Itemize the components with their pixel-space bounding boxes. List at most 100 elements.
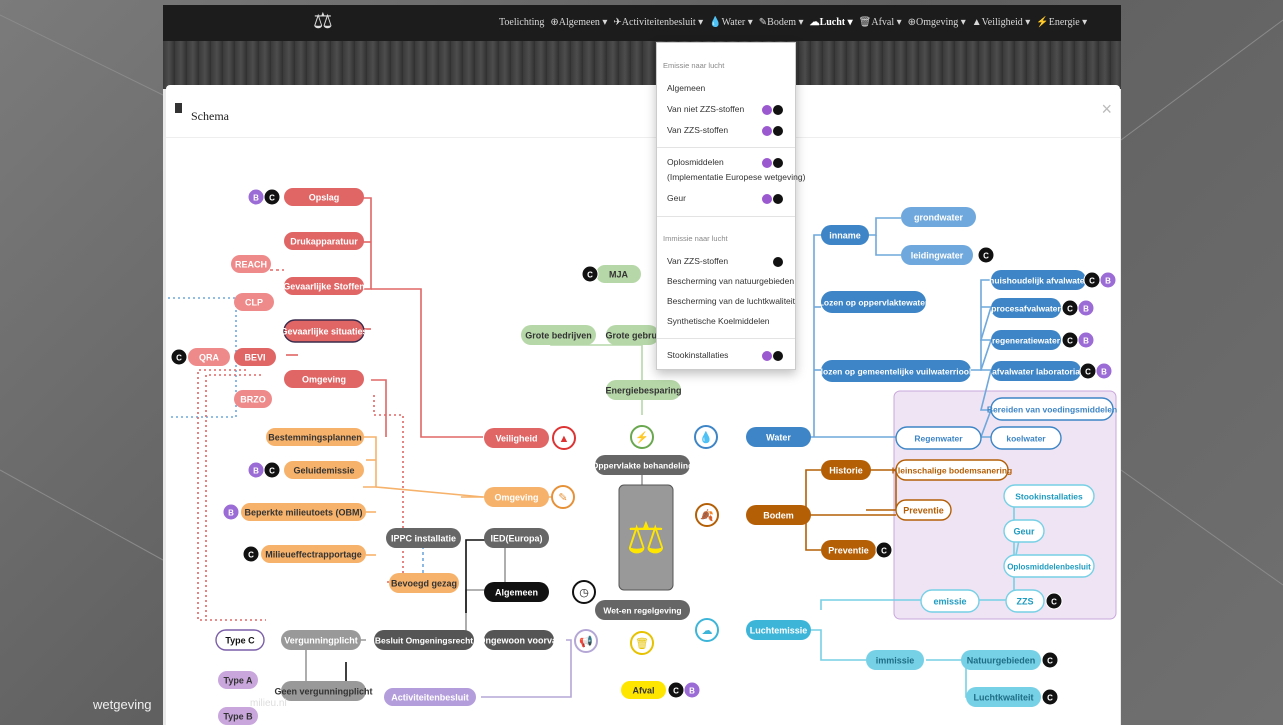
- activiteitenbesluit-node[interactable]: [384, 688, 476, 706]
- badge-b-icon: [222, 503, 240, 521]
- nav-activiteitenbesluit[interactable]: ✈Activiteitenbesluit ▾: [613, 17, 704, 28]
- geluidemissie-node[interactable]: [284, 461, 364, 479]
- opslag-node[interactable]: [284, 188, 364, 206]
- algemeen-hub-node[interactable]: [484, 582, 549, 602]
- regenwater-node[interactable]: [895, 426, 982, 450]
- geur-node[interactable]: [1003, 519, 1045, 543]
- historie-node[interactable]: [821, 460, 871, 480]
- oplosmiddelenbesluit-node[interactable]: [1003, 554, 1095, 578]
- koelwater-node[interactable]: [990, 426, 1062, 450]
- obm-node[interactable]: [241, 503, 366, 521]
- preventie-brown-node[interactable]: [821, 540, 876, 560]
- center-oppervlakte-label: Oppervlakte behandeling: [592, 461, 694, 471]
- dd-item-niet-zzs[interactable]: Van niet ZZS-stoffen: [667, 104, 745, 114]
- grote-bedrijven-label: Grote bedrijven: [525, 331, 592, 341]
- scales-icon: ⚖: [626, 514, 665, 563]
- connector-line: [371, 288, 483, 438]
- reach-node[interactable]: [231, 255, 271, 273]
- nav-veiligheid[interactable]: ▲Veiligheid ▾: [971, 17, 1031, 28]
- nav-algemeen[interactable]: ⊕Algemeen ▾: [550, 17, 608, 28]
- badge-b-label: B: [1105, 277, 1111, 286]
- voedingsmiddelen-node[interactable]: [990, 397, 1114, 421]
- lozen-vuil-node[interactable]: [821, 360, 971, 382]
- energiebesparing-hub-node[interactable]: [606, 380, 681, 400]
- mja-node[interactable]: [596, 265, 641, 283]
- geen-vergunning-label: Geen vergunningplicht: [274, 687, 372, 697]
- nav-water[interactable]: 💧Water ▾: [709, 17, 753, 28]
- procesafvalwater-node[interactable]: [991, 298, 1061, 318]
- nav-energie[interactable]: ⚡Energie ▾: [1036, 17, 1088, 28]
- afval-hub-node[interactable]: [621, 681, 666, 699]
- nav-toelichting[interactable]: Toelichting: [499, 17, 545, 28]
- natuurgebieden-node[interactable]: [961, 650, 1041, 670]
- leidingwater-node[interactable]: [901, 245, 973, 265]
- mer-node[interactable]: [261, 545, 366, 563]
- gevaarlijke-stoffen-node[interactable]: [284, 277, 364, 295]
- geluidemissie-label: Geluidemissie: [293, 466, 354, 476]
- water-hub-node[interactable]: [746, 427, 811, 447]
- type-b-node[interactable]: [218, 707, 258, 725]
- preventie-white-node[interactable]: [895, 499, 952, 521]
- dd-item-algemeen[interactable]: Algemeen: [667, 83, 706, 93]
- afvalwater-lab-node[interactable]: [991, 361, 1081, 381]
- dd-item-geur[interactable]: Geur: [667, 193, 686, 203]
- nav-omgeving[interactable]: ⊕Omgeving ▾: [907, 17, 966, 28]
- ongewoon-node[interactable]: [484, 630, 554, 650]
- grote-bedrijven-node[interactable]: [521, 325, 596, 345]
- dd-item-immissie-zzs[interactable]: Van ZZS-stoffen: [667, 256, 729, 266]
- dd-item-koelmiddelen[interactable]: Synthetische Koelmiddelen: [667, 316, 770, 326]
- omgeving-hub-node[interactable]: [484, 487, 549, 507]
- center-oppervlakte-node[interactable]: [595, 455, 690, 475]
- nav-afval[interactable]: 🗑Afval ▾: [858, 17, 902, 28]
- emissie-node[interactable]: [920, 589, 980, 613]
- type-a-node[interactable]: [218, 671, 258, 689]
- lucht-icon: [695, 618, 719, 642]
- zzs-node[interactable]: [1005, 589, 1045, 613]
- omgeving-icon-glyph: ✎: [558, 492, 567, 504]
- center-wet-node[interactable]: [595, 600, 690, 620]
- bevoegd-gezag-node[interactable]: [389, 573, 459, 593]
- ippc-node[interactable]: [386, 528, 461, 548]
- besluit-node[interactable]: [374, 630, 474, 650]
- scales-logo-icon[interactable]: ⚖: [313, 9, 333, 34]
- clp-node[interactable]: [234, 293, 274, 311]
- regeneratiewater-node[interactable]: [991, 330, 1061, 350]
- lozen-opp-label: Lozen op oppervlaktewater: [819, 298, 929, 308]
- type-c-node[interactable]: [215, 629, 265, 651]
- leidingwater-label: leidingwater: [911, 251, 964, 261]
- luchtemissie-hub-node[interactable]: [746, 620, 811, 640]
- inname-node[interactable]: [821, 225, 869, 245]
- luchtkwaliteit-node[interactable]: [966, 687, 1041, 707]
- brzo-node[interactable]: [234, 390, 272, 408]
- close-icon[interactable]: ×: [1101, 99, 1112, 119]
- dd-item-luchtkwaliteit[interactable]: Bescherming van de luchtkwaliteit: [667, 296, 796, 306]
- nav-bodem[interactable]: ✎Bodem ▾: [758, 17, 804, 28]
- lozen-opp-node[interactable]: [821, 291, 926, 313]
- badge-c-icon: [581, 265, 599, 283]
- gevaarlijke-situaties-node[interactable]: [283, 319, 365, 343]
- kleinschalige-node[interactable]: [895, 459, 1009, 481]
- bevi-node[interactable]: [234, 348, 276, 366]
- mer-label: Milieueffectrapportage: [265, 550, 362, 560]
- geen-vergunning-node[interactable]: [281, 681, 366, 701]
- grote-gebruikers-node[interactable]: [606, 325, 659, 345]
- badge-b-icon: [1099, 271, 1117, 289]
- nav-lucht[interactable]: ☁Lucht ▾: [809, 17, 853, 28]
- bestemmingsplannen-node[interactable]: [266, 428, 364, 446]
- huishoudelijk-node[interactable]: [991, 270, 1086, 290]
- omgeving-vlg-node[interactable]: [284, 370, 364, 388]
- dd-item-zzs[interactable]: Van ZZS-stoffen: [667, 125, 729, 135]
- dd-item-oplosmiddelen[interactable]: Oplosmiddelen: [667, 157, 724, 167]
- dd-item-stookinstallaties[interactable]: Stookinstallaties: [667, 350, 729, 360]
- drukapparatuur-node[interactable]: [284, 232, 364, 250]
- bodem-hub-node[interactable]: [746, 505, 811, 525]
- grondwater-node[interactable]: [901, 207, 976, 227]
- bodem-hub-label: Bodem: [763, 511, 794, 521]
- qra-node[interactable]: [188, 348, 230, 366]
- immissie-node[interactable]: [866, 650, 924, 670]
- veiligheid-hub-node[interactable]: [484, 428, 549, 448]
- vergunningplicht-node[interactable]: [281, 630, 361, 650]
- ied-node[interactable]: [484, 528, 549, 548]
- stookinstallaties-node[interactable]: [1003, 484, 1095, 508]
- dd-item-natuurgebieden[interactable]: Bescherming van natuurgebieden: [667, 276, 795, 286]
